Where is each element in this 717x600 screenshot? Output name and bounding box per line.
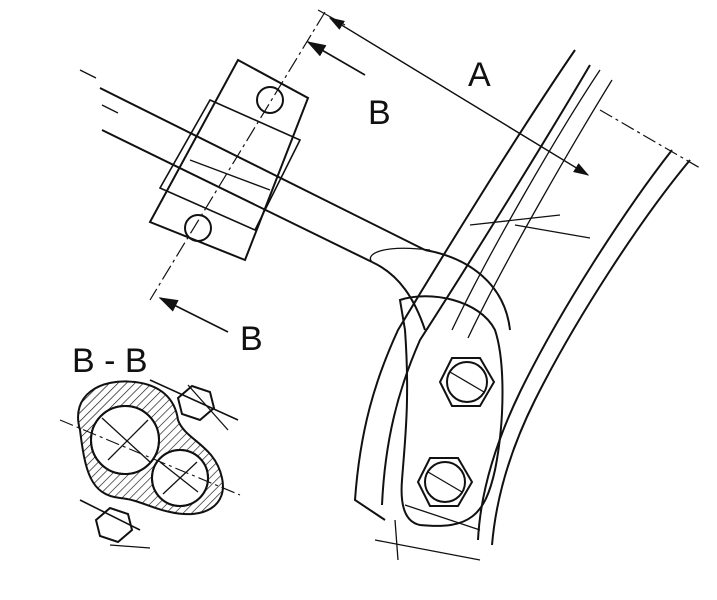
section-nut-bottom-icon — [94, 506, 151, 549]
section-label-bottom: B — [240, 320, 263, 358]
section-nut-top-icon — [176, 384, 229, 431]
section-view — [59, 379, 241, 531]
upper-bolt-icon — [438, 357, 496, 407]
section-arrow-bottom — [158, 297, 229, 333]
section-arrow-top — [306, 41, 366, 76]
section-view-title: B - B — [72, 342, 148, 380]
frame-member — [353, 49, 691, 561]
dimension-a-line — [317, 9, 701, 176]
section-label-top: B — [368, 94, 391, 132]
stabilizer-bar — [79, 69, 511, 331]
section-cut-line — [149, 11, 326, 301]
lower-bolt-icon — [416, 457, 474, 507]
clamp-bracket — [148, 58, 310, 262]
link-plate — [398, 295, 504, 527]
dimension-a-label: A — [468, 56, 491, 94]
